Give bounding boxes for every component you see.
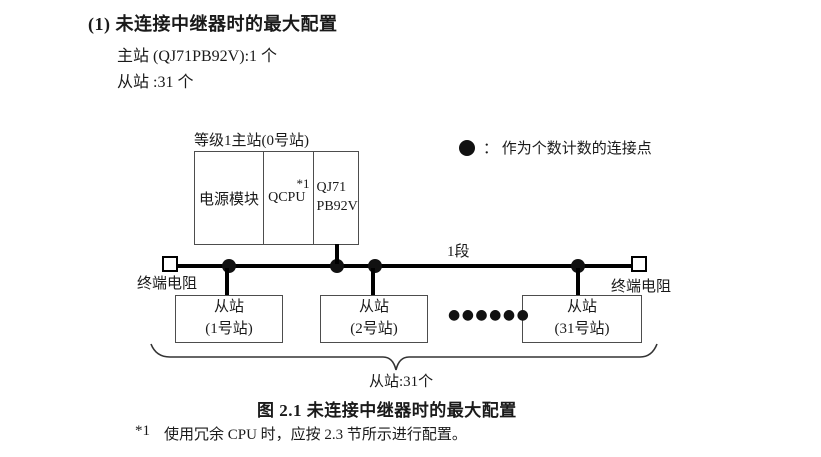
- figure-caption: 图 2.1 未连接中继器时的最大配置: [257, 401, 517, 420]
- slave1-drop-line: [225, 268, 229, 295]
- connection-point-icon: [459, 139, 475, 156]
- section-heading: (1) 未连接中继器时的最大配置: [88, 14, 338, 34]
- terminating-resistor-left-icon: [162, 256, 178, 272]
- underbrace: [150, 343, 658, 371]
- qcpu-cell: *1 QCPU: [264, 152, 314, 244]
- connection-point-master: [330, 259, 344, 273]
- master-station-box: 电源模块 *1 QCPU QJ71 PB92V: [194, 151, 359, 245]
- slave-name: 从站: [358, 299, 389, 316]
- power-module-cell: 电源模块: [195, 152, 265, 244]
- qcpu-label: QCPU: [268, 190, 306, 205]
- slave2-drop-line: [371, 268, 375, 295]
- slave-station-1-box: 从站 (1号站): [175, 295, 283, 343]
- master-count-line: 主站 (QJ71PB92V):1 个: [117, 48, 278, 65]
- pb92v-line: PB92V: [316, 199, 358, 214]
- footnote-marker: *1: [135, 423, 150, 439]
- slave-station-number: (1号站): [205, 321, 253, 337]
- slave-total-label: 从站:31个: [369, 374, 434, 390]
- slave-station-2-box: 从站 (2号站): [320, 295, 428, 343]
- slave-name: 从站: [566, 299, 597, 316]
- slave-station-number: (2号站): [350, 321, 398, 337]
- segment-label: 1段: [447, 244, 470, 260]
- slave31-drop-line: [576, 268, 580, 295]
- footnote: *1 使用冗余 CPU 时，应按 2.3 节所示进行配置。: [135, 423, 467, 444]
- slave-count-line: 从站 :31 个: [117, 74, 194, 91]
- qj71pb92v-cell: QJ71 PB92V: [314, 152, 358, 244]
- terminating-resistor-left-label: 终端电阻: [137, 272, 198, 293]
- ellipsis-dots: ●●●●●●: [448, 307, 531, 323]
- qj71-line: QJ71: [316, 180, 347, 196]
- bus-line: [170, 264, 640, 268]
- slave-station-31-box: 从站 (31号站): [522, 295, 642, 343]
- slave-station-number: (31号站): [554, 321, 610, 337]
- slave-name: 从站: [213, 299, 244, 316]
- footnote-marker-superscript: *1: [296, 176, 310, 191]
- terminating-resistor-right-label: 终端电阻: [611, 279, 672, 295]
- legend-text: ： 作为个数计数的连接点: [483, 141, 652, 157]
- footnote-text: 使用冗余 CPU 时，应按 2.3 节所示进行配置。: [164, 427, 467, 443]
- master-station-label: 等级1主站(0号站): [194, 133, 309, 149]
- terminating-resistor-right-icon: [631, 256, 647, 272]
- legend: ： 作为个数计数的连接点: [459, 137, 652, 158]
- connection-point-slave31: [571, 259, 585, 273]
- master-drop-line: [335, 244, 339, 264]
